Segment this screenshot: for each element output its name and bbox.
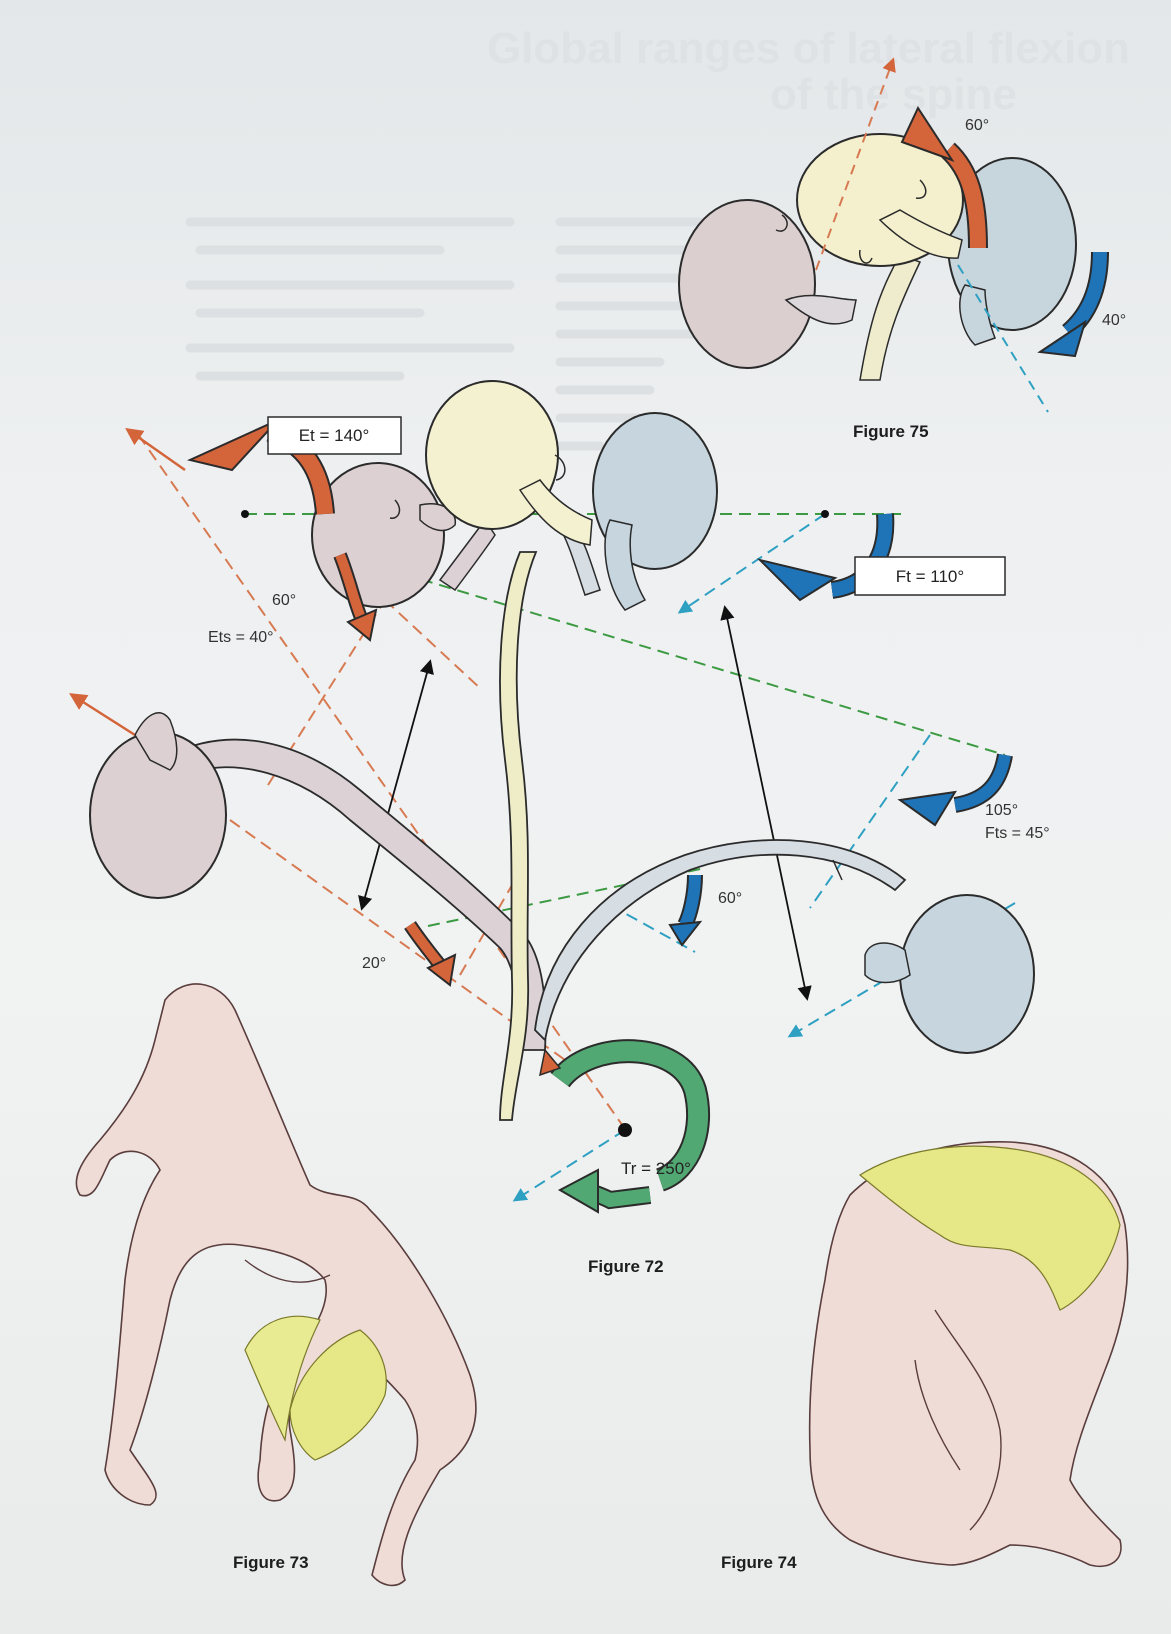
fig72-tr-label: Tr = 250°	[621, 1159, 691, 1178]
figure74-caption: Figure 74	[721, 1553, 797, 1572]
figure75-caption: Figure 75	[853, 422, 929, 441]
fig72-fts-label: Fts = 45°	[985, 825, 1050, 842]
fig72-lumbar-flex-label: 60°	[718, 890, 742, 907]
fig72-skull-lumbar-flexion	[900, 895, 1034, 1053]
fig72-fts-arc	[955, 755, 1005, 805]
figure72-caption: Figure 72	[588, 1257, 664, 1276]
figure74-illustration	[810, 1142, 1128, 1566]
figure75-extension-label: 60°	[965, 117, 989, 134]
figure75-flexion-arrowhead	[1040, 322, 1085, 356]
fig72-orange-lumbar-arrow	[72, 695, 135, 735]
figure73-caption: Figure 73	[233, 1553, 309, 1572]
fig72-lumbar-ext-label: 20°	[362, 955, 386, 972]
fig72-ets-label: Ets = 40°	[208, 629, 274, 646]
figure75-spine	[860, 255, 920, 380]
figure73-body	[76, 984, 476, 1585]
figure73-illustration	[76, 984, 476, 1585]
figure75-flexion-label: 40°	[1102, 312, 1126, 329]
fig72-right-double-arrow	[725, 608, 807, 998]
fig72-blue-thoracic-perp	[810, 735, 930, 908]
fig72-skull-extension	[312, 463, 444, 607]
fig72-fts-angle-label: 105°	[985, 802, 1018, 819]
figure75-diagram: 60° 40°	[679, 60, 1126, 412]
fig72-ets-angle-label: 60°	[272, 592, 296, 609]
fig72-et-label: Et = 140°	[299, 426, 370, 445]
fig72-flexion-trunk	[535, 840, 905, 1040]
fig72-total-pivot	[618, 1123, 632, 1137]
fig72-ft-label: Ft = 110°	[896, 567, 964, 586]
figure75-skull-extension	[679, 200, 815, 368]
